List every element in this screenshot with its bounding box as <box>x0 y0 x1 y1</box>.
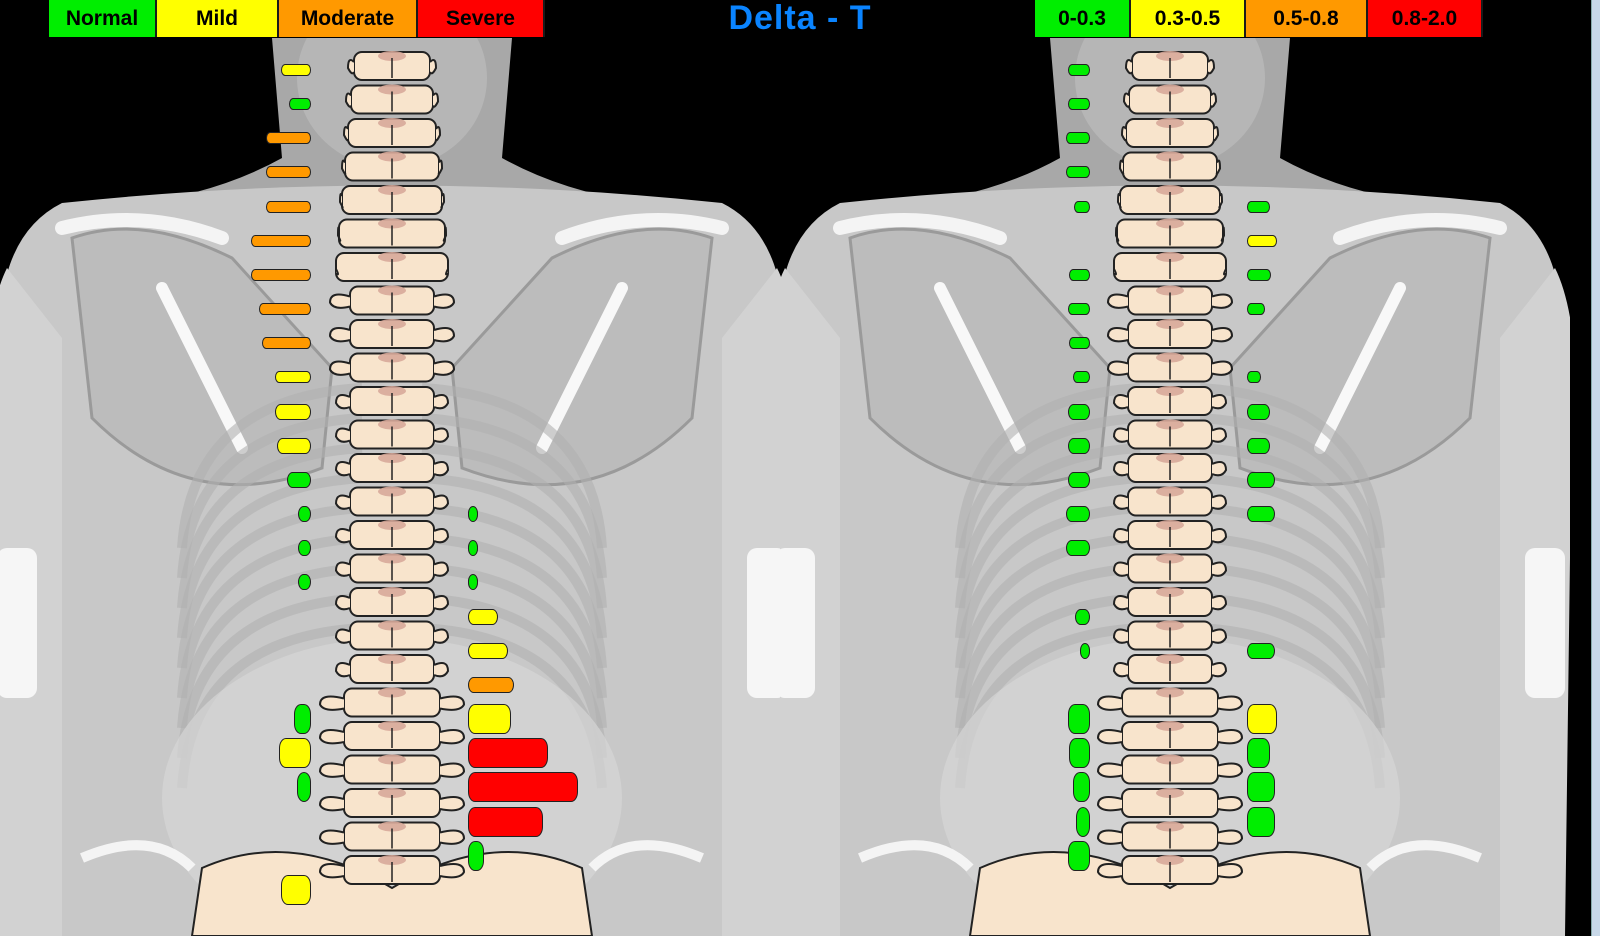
bar-left-c4 <box>1066 166 1090 179</box>
bar-right-t9 <box>468 574 478 591</box>
bar-right-t10 <box>468 608 498 625</box>
bar-right-t7 <box>1247 506 1275 523</box>
bar-right-l4 <box>468 806 543 837</box>
bar-left-c1 <box>1067 64 1090 76</box>
bar-left-l1 <box>293 704 311 735</box>
bar-left-t2 <box>262 337 311 350</box>
bar-left-c7 <box>251 268 311 281</box>
bar-right-t11 <box>1247 642 1275 659</box>
bar-right-t12 <box>468 676 514 693</box>
bar-left-t11 <box>1080 642 1090 659</box>
bar-left-l3 <box>1072 772 1090 803</box>
bar-left-t3 <box>275 371 311 384</box>
bar-right-l4 <box>1247 806 1275 837</box>
bar-left-t8 <box>1066 540 1090 557</box>
right-panel-ranges <box>780 38 1570 936</box>
bar-right-c7 <box>1247 268 1271 281</box>
bar-left-t8 <box>298 540 311 557</box>
bar-left-t2 <box>1069 337 1090 350</box>
bar-left-t1 <box>258 303 311 316</box>
bar-left-t10 <box>1075 608 1090 625</box>
bar-right-t8 <box>468 540 478 557</box>
bar-left-t5 <box>1067 437 1090 454</box>
bar-left-l4 <box>1076 806 1090 837</box>
back-anatomy-illustration <box>0 38 790 936</box>
legend-item-mild: 0.3-0.5 <box>1131 0 1246 37</box>
bar-left-l5 <box>1067 840 1090 871</box>
bar-left-t4 <box>1067 403 1090 420</box>
bar-left-l1 <box>1067 704 1090 735</box>
bar-left-c3 <box>266 132 311 145</box>
bar-right-t4 <box>1247 403 1270 420</box>
bar-left-c3 <box>1066 132 1090 145</box>
bar-left-c1 <box>281 64 311 76</box>
bar-left-c2 <box>288 98 311 111</box>
bar-right-l3 <box>468 772 578 803</box>
bar-left-l3 <box>297 772 311 803</box>
bar-right-t6 <box>1247 471 1275 488</box>
bar-right-l5 <box>468 840 484 871</box>
bar-left-c6 <box>251 234 311 247</box>
bar-left-t9 <box>298 574 311 591</box>
bar-left-t5 <box>277 437 311 454</box>
bar-left-t7 <box>1066 506 1090 523</box>
legend-item-moderate: 0.5-0.8 <box>1246 0 1368 37</box>
bar-right-t5 <box>1247 437 1270 454</box>
bar-left-t1 <box>1067 303 1090 316</box>
legend-item-moderate: Moderate <box>279 0 418 37</box>
legend-item-normal: Normal <box>49 0 157 37</box>
bar-right-t1 <box>1247 303 1265 316</box>
bar-right-l2 <box>468 738 548 769</box>
bar-left-t7 <box>298 506 311 523</box>
bar-right-t11 <box>468 642 508 659</box>
legend-item-severe: Severe <box>418 0 545 37</box>
bar-left-c5 <box>266 200 311 213</box>
bar-right-t3 <box>1247 371 1261 384</box>
bar-left-l2 <box>278 738 311 769</box>
bar-left-s1 <box>281 874 311 905</box>
bar-left-c2 <box>1067 98 1090 111</box>
legend-item-severe: 0.8-2.0 <box>1368 0 1483 37</box>
bar-left-l2 <box>1069 738 1090 769</box>
bar-left-c7 <box>1069 268 1090 281</box>
bar-left-t6 <box>287 471 311 488</box>
bar-right-l1 <box>468 704 511 735</box>
bar-right-l3 <box>1247 772 1275 803</box>
bar-left-t6 <box>1067 471 1090 488</box>
bar-right-c6 <box>1247 234 1277 247</box>
back-anatomy-illustration <box>780 38 1570 936</box>
legend-item-mild: Mild <box>157 0 279 37</box>
bar-right-t7 <box>468 506 478 523</box>
bar-left-t3 <box>1072 371 1090 384</box>
vertical-scrollbar[interactable] <box>1591 0 1600 936</box>
chart-title: Delta - T <box>728 0 872 37</box>
legend-item-normal: 0-0.3 <box>1035 0 1131 37</box>
bar-left-c5 <box>1074 200 1090 213</box>
bar-right-c5 <box>1247 200 1270 213</box>
bar-left-c4 <box>266 166 311 179</box>
bar-right-l1 <box>1247 704 1277 735</box>
left-panel-severity <box>0 38 790 936</box>
bar-left-t4 <box>275 403 311 420</box>
bar-right-l2 <box>1247 738 1270 769</box>
